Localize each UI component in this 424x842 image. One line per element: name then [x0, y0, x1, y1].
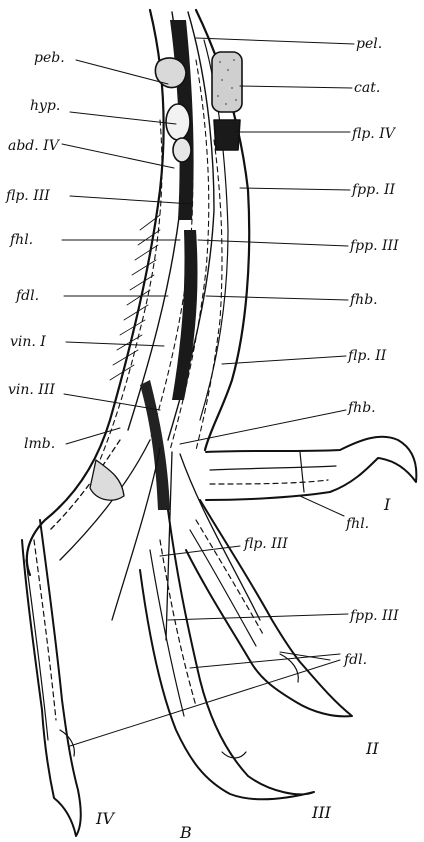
tendons-digits — [50, 440, 260, 640]
label-fpp2: fpp. II — [351, 182, 396, 198]
label-vin1: vin. I — [10, 334, 46, 350]
digit-II-label: II — [365, 739, 379, 758]
label-fdl-left: fdl. — [15, 288, 39, 304]
hypotarsus — [166, 104, 190, 140]
pes-pad — [155, 58, 186, 88]
label-abd4: abd. IV — [8, 138, 61, 154]
tendons-tarsus — [100, 40, 222, 460]
cartilago-tibialis — [212, 52, 242, 112]
label-flp2: flp. II — [347, 348, 387, 364]
panel-letter: B — [179, 823, 192, 842]
digit-III — [140, 510, 314, 799]
label-fhl-left: fhl. — [9, 232, 33, 248]
digit-IV-label: IV — [95, 809, 115, 828]
digit-IV — [22, 520, 81, 836]
label-lmb: lmb. — [24, 436, 55, 452]
digit-numerals: I II III IV B — [95, 495, 391, 842]
label-fpp3-top: fpp. III — [349, 238, 399, 254]
label-fpp3-bottom: fpp. III — [349, 608, 399, 624]
labels-right: pel. cat. flp. IV fpp. II fpp. III fhb. … — [243, 36, 399, 668]
digit-II — [186, 500, 352, 716]
label-cat: cat. — [354, 80, 380, 96]
digit-I — [206, 437, 416, 500]
label-flp3-right: flp. III — [243, 536, 288, 552]
label-vin3: vin. III — [8, 382, 55, 398]
label-flp4: flp. IV — [351, 126, 397, 142]
label-fhb-mid: fhb. — [347, 400, 376, 416]
label-pel: pel. — [356, 36, 382, 52]
label-flp3-left: flp. III — [5, 188, 50, 204]
digit-I-label: I — [383, 495, 391, 514]
label-peb: peb. — [34, 50, 65, 66]
label-fhl-right: fhl. — [345, 516, 369, 532]
proximal-structures — [155, 52, 242, 162]
labels-left: peb. hyp. abd. IV flp. III fhl. fdl. vin… — [5, 50, 65, 452]
label-fdl-right: fdl. — [343, 652, 367, 668]
label-fhb-top: fhb. — [349, 292, 378, 308]
label-hyp: hyp. — [30, 98, 60, 114]
digit-III-label: III — [311, 803, 332, 822]
